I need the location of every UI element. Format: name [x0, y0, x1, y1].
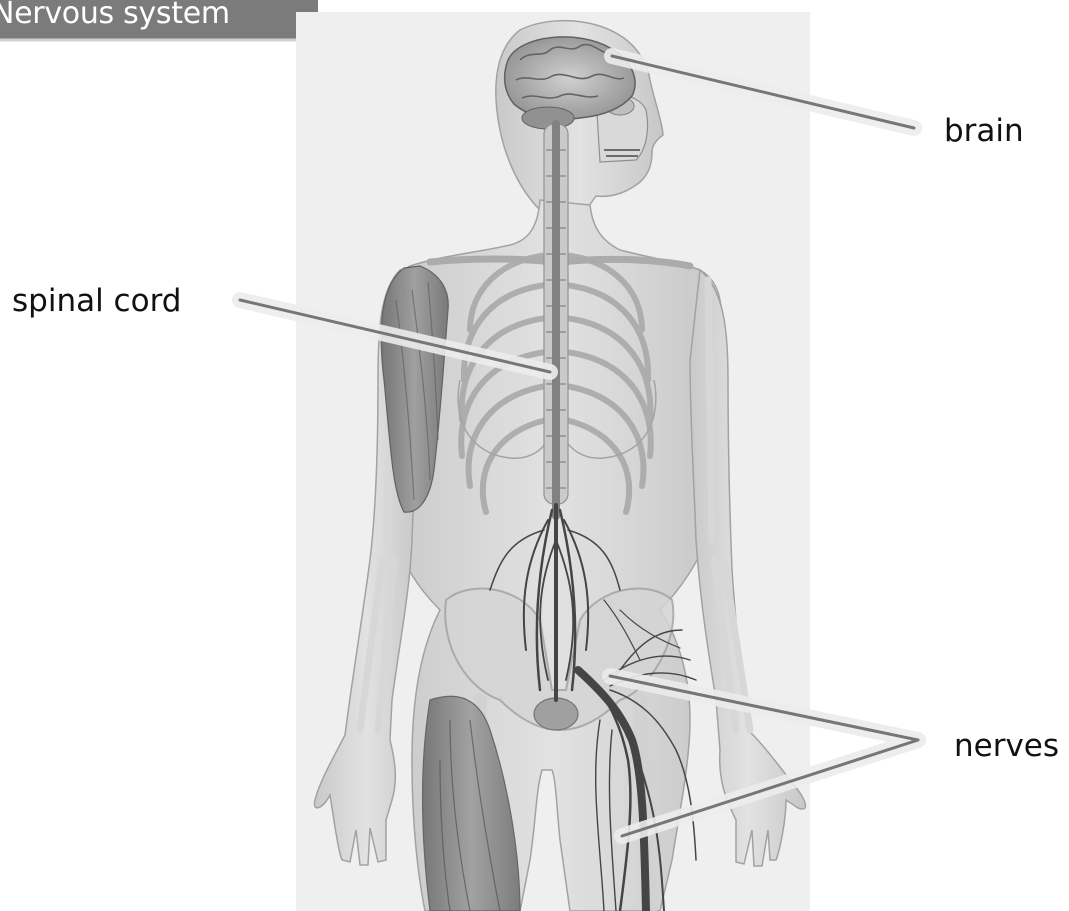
header-tab: Nervous system [0, 0, 318, 40]
spinal-cord [552, 120, 560, 520]
spinal-column [544, 120, 568, 520]
label-nerves: nerves [954, 728, 1059, 764]
page-title: Nervous system [0, 0, 230, 34]
label-brain: brain [944, 113, 1024, 149]
label-spinal-cord: spinal cord [12, 283, 181, 319]
